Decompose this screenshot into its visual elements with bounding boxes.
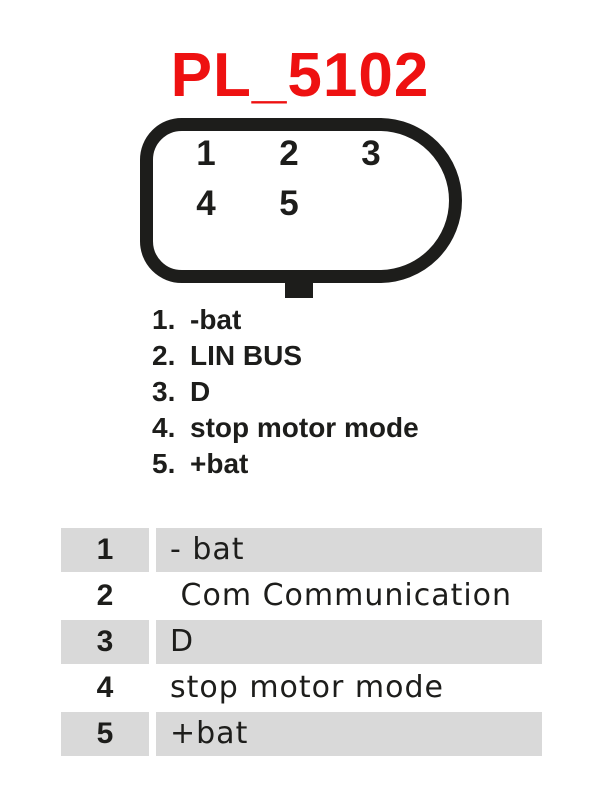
pin-1: 1 [178, 134, 234, 173]
pin-5: 5 [261, 184, 317, 223]
table-row: 1 - bat [61, 528, 542, 572]
legend-item-2: 2. LIN BUS [152, 338, 419, 374]
pin-5-number: 5 [279, 184, 299, 223]
pin-4-number: 4 [196, 184, 216, 223]
column-divider [149, 712, 156, 756]
legend-item-2-label: LIN BUS [190, 340, 302, 371]
table-row-2-description: Com Communication [170, 578, 513, 613]
table-row-4-description: stop motor mode [170, 670, 444, 705]
pin-1-number: 1 [196, 134, 216, 173]
legend-item-2-number: 2. [152, 340, 176, 371]
table-row: 5 +bat [61, 712, 542, 756]
table-row-3-number: 3 [61, 620, 149, 664]
legend-item-4-label: stop motor mode [190, 412, 419, 443]
pin-2: 2 [261, 134, 317, 173]
pin-legend: 1. -bat 2. LIN BUS 3. D 4. stop motor mo… [152, 302, 419, 482]
pin-description-table: 1 - bat 2 Com Communication 3 D 4 stop m… [61, 528, 542, 758]
legend-item-1-label: -bat [190, 304, 242, 335]
table-row: 2 Com Communication [61, 574, 542, 618]
legend-item-1-number: 1. [152, 304, 176, 335]
table-row-1-description: - bat [156, 528, 542, 572]
table-row-5-number: 5 [61, 712, 149, 756]
legend-item-1: 1. -bat [152, 302, 419, 338]
legend-item-3: 3. D [152, 374, 419, 410]
table-row-3-description: D [156, 620, 542, 664]
pin-4: 4 [178, 184, 234, 223]
column-divider [149, 574, 156, 618]
pin-2-number: 2 [279, 134, 299, 173]
legend-item-5-number: 5. [152, 448, 176, 479]
legend-item-3-label: D [190, 376, 211, 407]
table-row-2-number: 2 [96, 579, 114, 612]
legend-item-3-number: 3. [152, 376, 176, 407]
column-divider [149, 666, 156, 710]
legend-item-5-label: +bat [190, 448, 249, 479]
table-row-1-number: 1 [61, 528, 149, 572]
column-divider [149, 528, 156, 572]
table-row: 3 D [61, 620, 542, 664]
pin-3: 3 [343, 134, 399, 173]
column-divider [149, 620, 156, 664]
table-row: 4 stop motor mode [61, 666, 542, 710]
table-row-5-description: +bat [156, 712, 542, 756]
page-title: PL_5102 [170, 41, 430, 110]
legend-item-4: 4. stop motor mode [152, 410, 419, 446]
legend-item-4-number: 4. [152, 412, 176, 443]
pin-3-number: 3 [361, 134, 381, 173]
legend-item-5: 5. +bat [152, 446, 419, 482]
table-row-4-number: 4 [96, 671, 114, 704]
